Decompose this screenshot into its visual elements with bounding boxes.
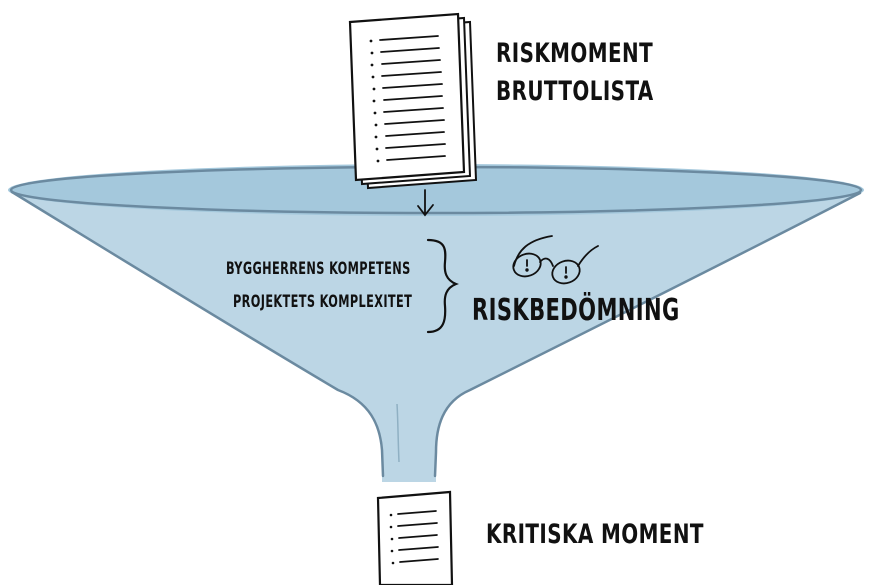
output-title: KRITISKA MOMENT — [486, 519, 704, 550]
arrow-down-icon — [417, 189, 434, 217]
glasses-icon — [512, 235, 599, 285]
input-title-line2: BRUTTOLISTA — [496, 76, 654, 107]
input-title-line1: RISKMOMENT — [496, 38, 654, 69]
funnel — [8, 164, 864, 482]
assessment-label: RISKBEDÖMNING — [472, 293, 680, 328]
curly-brace-icon — [426, 238, 459, 334]
document-stack-icon — [348, 12, 478, 190]
document-icon — [376, 490, 454, 585]
criteria-label-1: BYGGHERRENS KOMPETENS — [226, 259, 411, 279]
criteria-label-2: PROJEKTETS KOMPLEXITET — [233, 292, 413, 312]
